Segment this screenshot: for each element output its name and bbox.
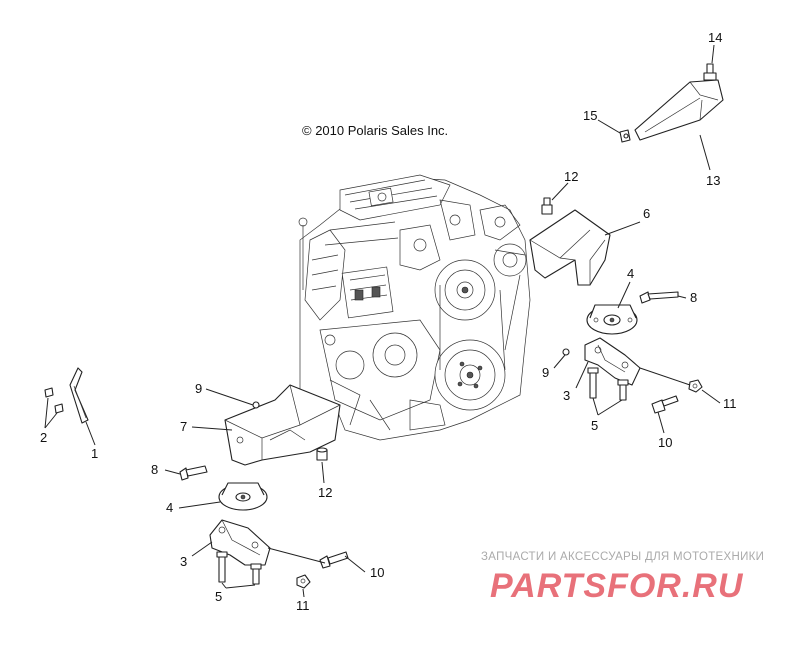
callout-9-left: 9 [195,381,202,396]
copyright-text: © 2010 Polaris Sales Inc. [302,123,448,138]
callout-4-right: 4 [627,266,634,281]
bolt-part-8-left [179,465,208,481]
bracket-part-6 [529,209,611,286]
callout-10-right: 10 [658,435,672,450]
callout-9-right: 9 [542,365,549,380]
fastener-part-15 [619,129,631,143]
callout-6: 6 [643,206,650,221]
callout-13: 13 [706,173,720,188]
bushing-part-12-lower [316,447,328,461]
bolts-part-2 [44,387,64,414]
callout-2: 2 [40,430,47,445]
bolts-part-5-right [587,367,629,401]
bracket-part-1 [69,367,89,424]
callout-3-right: 3 [563,388,570,403]
callout-12-upper: 12 [564,169,578,184]
watermark-tagline: ЗАПЧАСТИ И АКСЕССУАРЫ ДЛЯ МОТОТЕХНИКИ [481,551,765,563]
nut-part-9-right [562,348,570,356]
callout-11-right: 11 [723,396,737,411]
leader-lines [44,44,721,598]
engine-mount-part-4-left [218,482,268,511]
callout-8-right: 8 [690,290,697,305]
engine-illustration [298,174,531,441]
callout-7: 7 [180,419,187,434]
bolt-part-12-upper [541,197,553,215]
callout-3-left: 3 [180,554,187,569]
screw-part-14 [703,63,717,81]
bracket-part-3-left [209,519,271,566]
bolts-part-5-left [216,551,262,585]
callout-12-lower: 12 [318,485,332,500]
callout-5-left: 5 [215,589,222,604]
watermark-logo: PARTSFOR.RU [490,567,744,605]
watermark-logo-text: PARTSFOR.RU [490,567,744,605]
callout-labels: 14 15 13 12 6 4 8 9 3 11 5 10 2 1 9 7 8 … [40,30,737,613]
callout-5-right: 5 [591,418,598,433]
bracket-part-7 [224,384,341,466]
heat-shield-part-13 [634,79,724,141]
nut-part-11-right [688,379,703,393]
engine-mount-part-4-right [586,304,638,335]
nut-part-11-left [296,574,311,589]
bolt-part-8-right [639,291,679,304]
callout-1: 1 [91,446,98,461]
callout-11-left: 11 [296,598,310,613]
callout-8-left: 8 [151,462,158,477]
callout-10-left: 10 [370,565,384,580]
nut-part-9-left [252,401,260,409]
callout-15: 15 [583,108,597,123]
bracket-part-3-right [584,337,641,386]
callout-14: 14 [708,30,722,45]
bolt-part-10-left [319,551,349,569]
callout-4-left: 4 [166,500,173,515]
bolt-part-10-right [651,395,679,414]
